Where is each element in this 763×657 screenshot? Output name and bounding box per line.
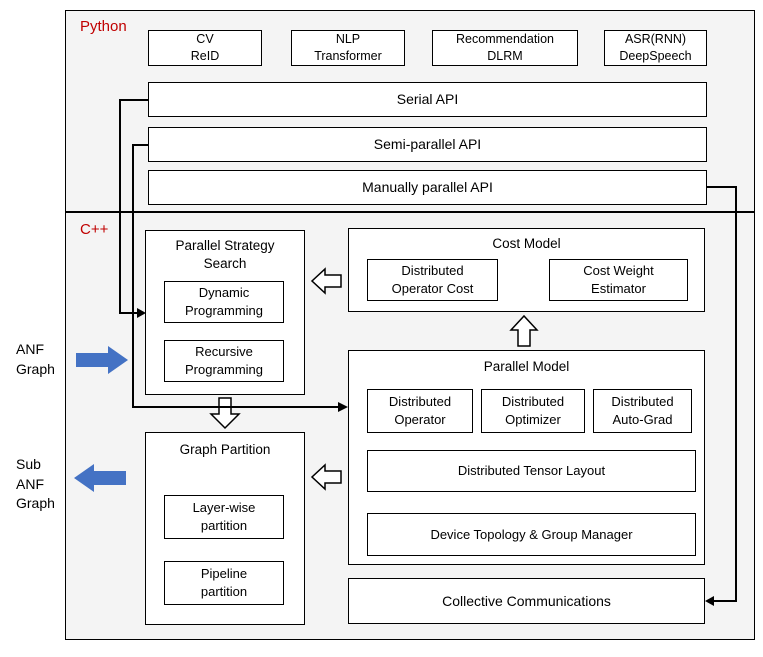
parallel-model-title: Parallel Model <box>483 359 570 374</box>
cost-model-group: Cost Model Distributed Operator Cost Cos… <box>348 228 705 312</box>
app-box-recommendation-dlrm: Recommendation DLRM <box>432 30 578 66</box>
box-recursive-programming: Recursive Programming <box>164 340 284 382</box>
box-layer-wise-partition: Layer-wise partition <box>164 495 284 539</box>
box-cost-weight-estimator: Cost Weight Estimator <box>549 259 688 301</box>
app-box-nlp-transformer: NLP Transformer <box>291 30 405 66</box>
box-dynamic-programming: Dynamic Programming <box>164 281 284 323</box>
box-pipeline-partition: Pipeline partition <box>164 561 284 605</box>
api-bar-manually-parallel: Manually parallel API <box>148 170 707 205</box>
box-device-topology-group-manager: Device Topology & Group Manager <box>367 513 696 556</box>
box-distributed-operator: Distributed Operator <box>367 389 473 433</box>
cost-model-title: Cost Model <box>492 236 561 251</box>
parallel-strategy-search-title: Parallel Strategy Search <box>175 238 275 271</box>
app-box-cv-reid: CV ReID <box>148 30 262 66</box>
box-collective-communications: Collective Communications <box>348 578 705 624</box>
box-distributed-auto-grad: Distributed Auto-Grad <box>593 389 692 433</box>
api-bar-semi-parallel: Semi-parallel API <box>148 127 707 162</box>
anf-graph-label: ANF Graph <box>16 341 55 377</box>
graph-partition-title: Graph Partition <box>179 442 271 457</box>
box-distributed-tensor-layout: Distributed Tensor Layout <box>367 450 696 492</box>
parallel-strategy-search-group: Parallel Strategy Search Dynamic Program… <box>145 230 305 395</box>
parallel-model-group: Parallel Model Distributed Operator Dist… <box>348 350 705 565</box>
box-distributed-optimizer: Distributed Optimizer <box>481 389 585 433</box>
box-distributed-operator-cost: Distributed Operator Cost <box>367 259 498 301</box>
app-box-asr-deepspeech: ASR(RNN) DeepSpeech <box>604 30 707 66</box>
graph-partition-group: Graph Partition Layer-wise partition Pip… <box>145 432 305 625</box>
api-bar-serial: Serial API <box>148 82 707 117</box>
python-section-label: Python <box>80 18 127 35</box>
cpp-section-label: C++ <box>80 221 109 238</box>
sub-anf-graph-label: Sub ANF Graph <box>16 456 55 512</box>
